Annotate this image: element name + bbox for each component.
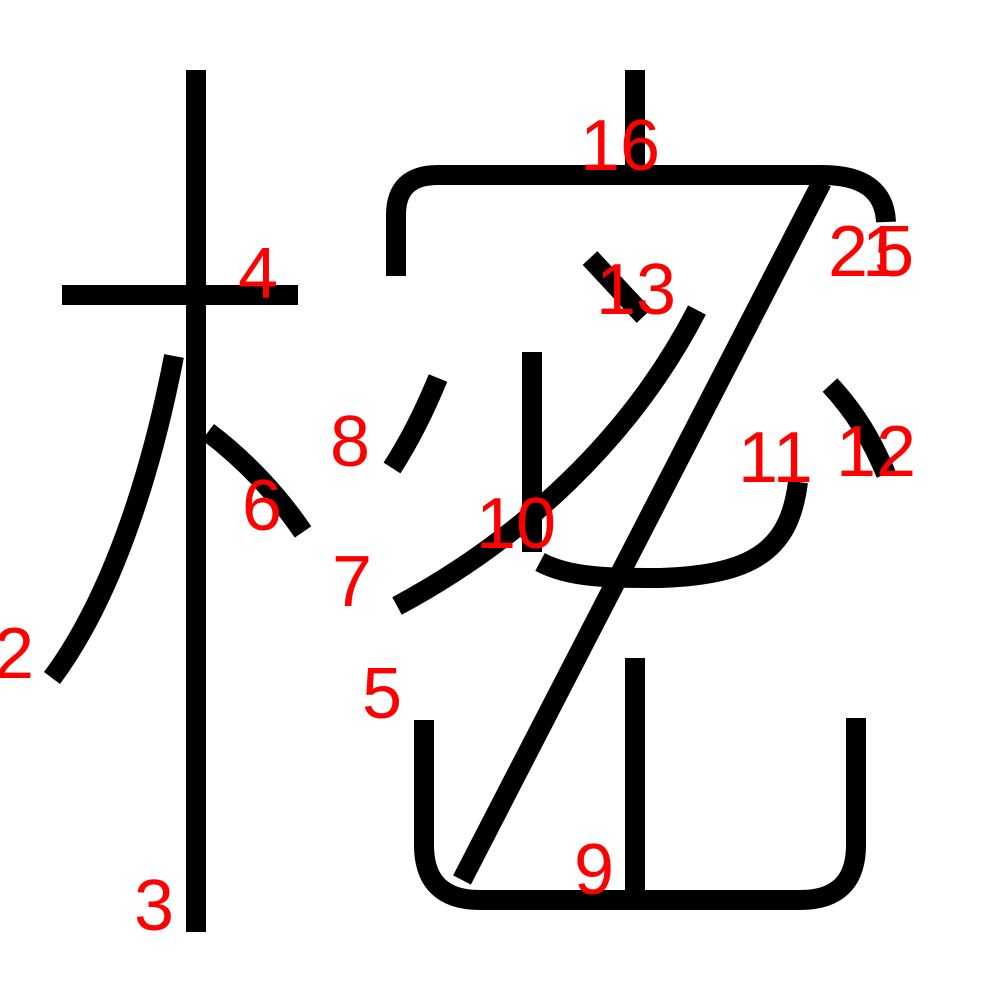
stroke-label: 3 (134, 866, 174, 946)
stroke-dot-12 (822, 378, 896, 478)
stroke-label: 5 (362, 654, 402, 734)
stroke-label: 11 (738, 418, 813, 498)
stroke-dot-13 (582, 251, 652, 323)
stroke-label: 4 (238, 234, 278, 314)
stroke-label: 5 (874, 212, 914, 292)
stroke-label: 2 (828, 212, 868, 292)
stroke-short-slant (383, 374, 448, 474)
stroke-label: 13 (596, 250, 676, 330)
stroke-label: 2 (0, 614, 34, 694)
stroke-left-sweep-tree (43, 354, 184, 684)
stroke-right-sweep-tree (201, 424, 312, 538)
stroke-roof-left (386, 165, 439, 276)
stroke-roof-top (438, 165, 896, 224)
stroke-label: 1 (862, 212, 902, 292)
stroke-mountain-left (414, 720, 481, 910)
stroke-label: 12 (836, 412, 916, 492)
stroke-long-diagonal (453, 177, 831, 885)
stroke-label: 6 (242, 466, 282, 546)
stroke-label: 7 (332, 542, 372, 622)
stroke-label: 9 (574, 830, 614, 910)
stroke-label: 10 (476, 484, 556, 564)
stroke-mountain-bottom (480, 844, 866, 910)
stroke-label: 16 (580, 106, 660, 186)
stroke-heart-hook (535, 480, 808, 588)
stroke-label: 8 (330, 402, 370, 482)
stroke-curve-sweep (392, 305, 706, 615)
